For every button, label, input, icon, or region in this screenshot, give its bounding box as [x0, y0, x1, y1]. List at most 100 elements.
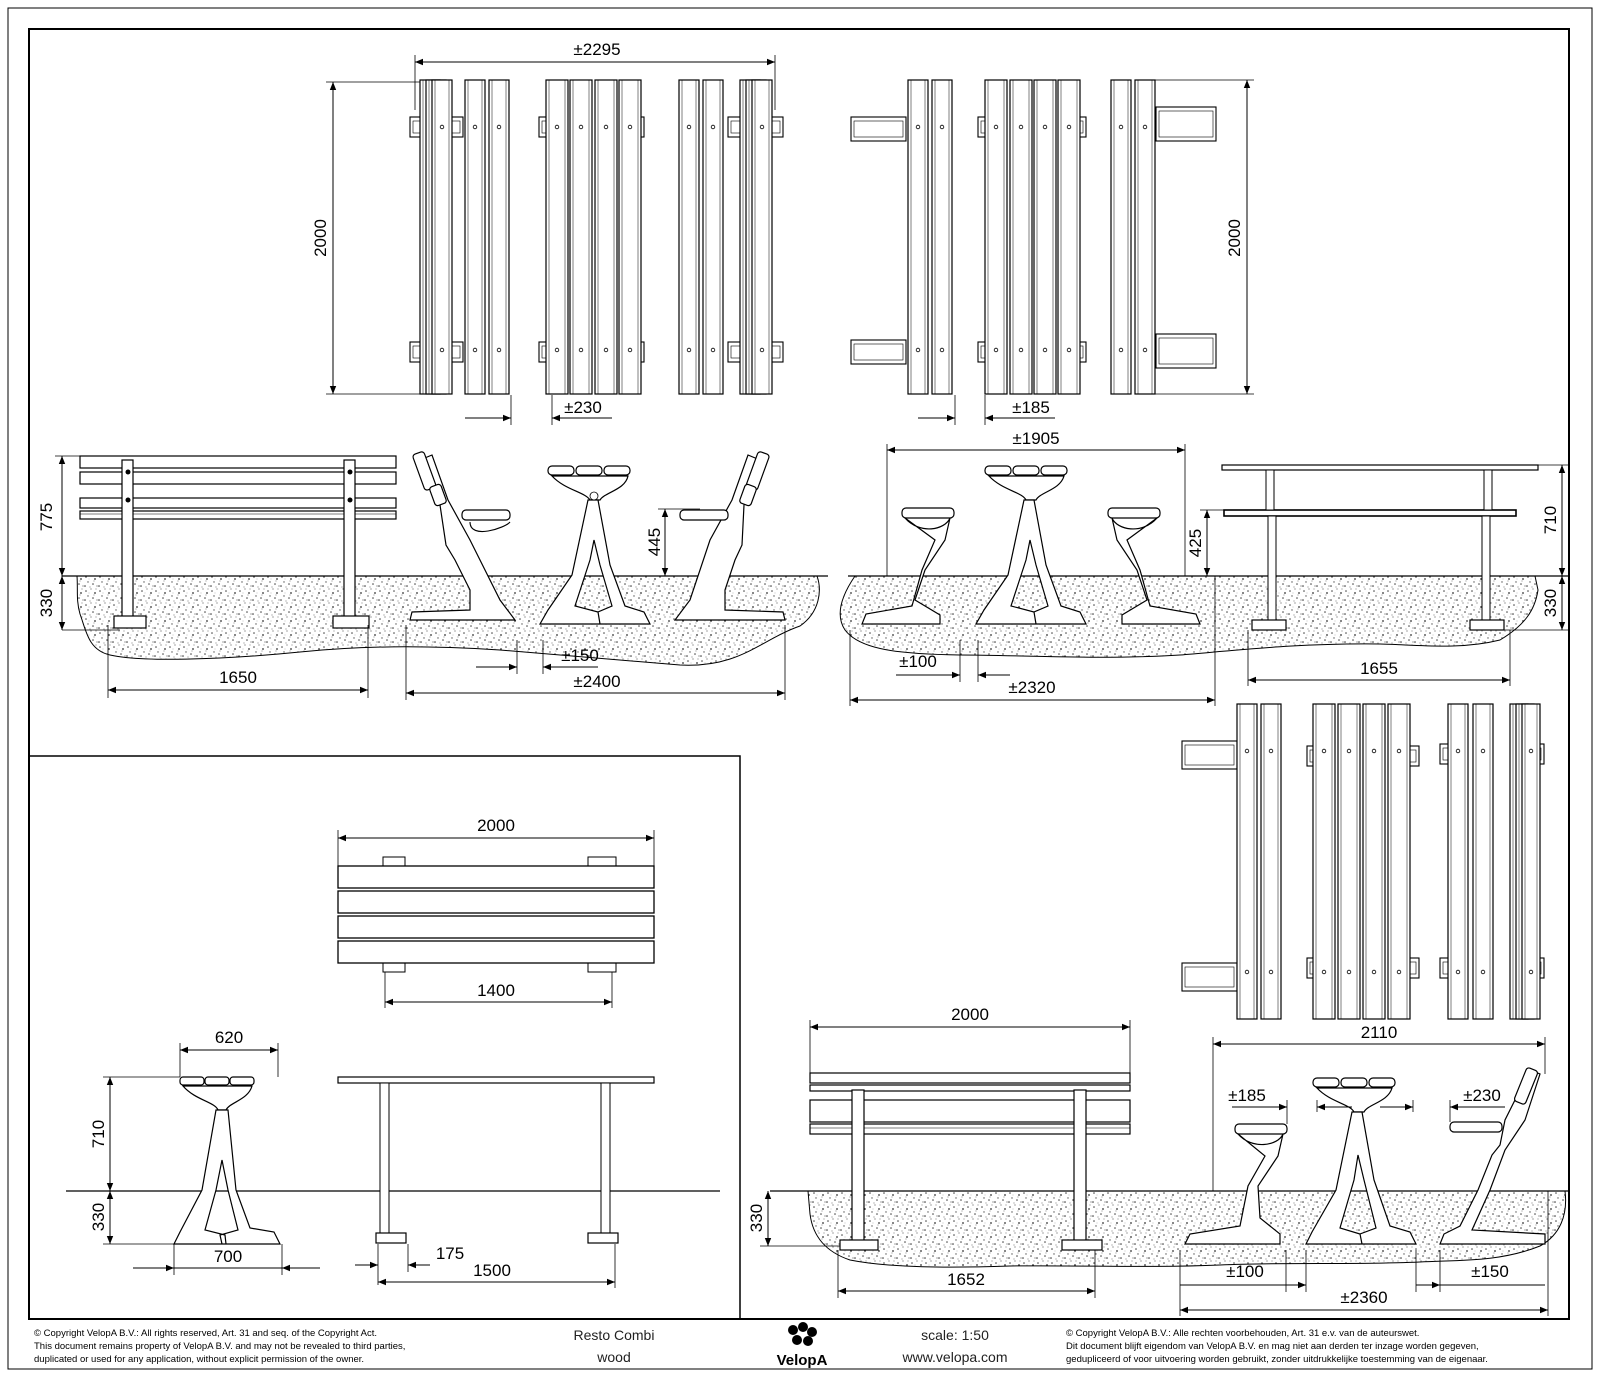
copyright-nl-2: Dit document blijft eigendom van VelopA … [1066, 1341, 1479, 1352]
dim-700-label: 700 [214, 1247, 242, 1266]
plank [1260, 703, 1282, 1020]
dim-1655-label: 1655 [1360, 659, 1398, 678]
plank [569, 79, 593, 395]
table-elevation-bottom [1305, 1077, 1417, 1245]
product-material: wood [596, 1349, 630, 1365]
plank [618, 79, 642, 395]
dim-425-label: 425 [1186, 529, 1205, 557]
dim-185-b-label: ±185 [1228, 1086, 1266, 1105]
dimension-230-b: ±230 [1380, 1086, 1505, 1122]
copyright-nl-1: © Copyright VelopA B.V.: Alle rechten vo… [1066, 1328, 1419, 1339]
dimension-425: 425 [1186, 509, 1225, 576]
table-top-plan-inset [337, 856, 655, 973]
dimension-2110: 2110 [1212, 1023, 1546, 1191]
dim-2400-label: ±2400 [573, 672, 620, 691]
dim-2000-b-label: 2000 [951, 1005, 989, 1024]
dim-100-a-label: ±100 [899, 652, 937, 671]
dimension-775: 775 [37, 455, 80, 576]
dim-445-label: 445 [645, 528, 664, 556]
plank [1110, 79, 1132, 395]
dim-1650-label: 1650 [219, 668, 257, 687]
picnic-side-elevation [1221, 464, 1539, 631]
dim-330-c-label: 330 [89, 1203, 108, 1231]
dimension-1655: 1655 [1247, 630, 1511, 686]
copyright-nl-3: gedupliceerd of voor uitvoering worden g… [1066, 1354, 1488, 1365]
plank [931, 79, 953, 395]
bracket [1155, 333, 1217, 369]
dimension-330-a: 330 [37, 576, 66, 630]
dimension-330-d: 330 [747, 1191, 840, 1247]
dimension-2320: ±2320 [849, 576, 1216, 706]
dimension-710-a: 710 [1538, 464, 1570, 576]
plank [907, 79, 929, 395]
dim-top-gap-right-label: ±185 [1012, 398, 1050, 417]
product-name: Resto Combi [574, 1327, 655, 1343]
bench-elevation-left [79, 455, 397, 629]
dim-top-height-left-label: 2000 [311, 219, 330, 257]
plank [751, 79, 773, 395]
dimension-2000-a: 2000 [337, 816, 655, 866]
dim-175-label: 175 [436, 1244, 464, 1263]
plank [1033, 79, 1057, 395]
brand-name: VelopA [777, 1352, 828, 1369]
dimension-710-b: 710 [89, 1076, 180, 1191]
dim-1905-label: ±1905 [1012, 429, 1059, 448]
dimension-150-b: ±150 [1415, 1250, 1545, 1292]
plank [1362, 703, 1386, 1020]
dimension-2400: ±2400 [405, 625, 786, 700]
dim-top-gap-left-label: ±230 [564, 398, 602, 417]
dimension-1652: 1652 [837, 1250, 1096, 1298]
dimension-100-b: ±100 [1180, 1250, 1307, 1292]
dim-100-b-label: ±100 [1226, 1262, 1264, 1281]
stool-elevation-right [1107, 507, 1201, 625]
inset-frame [29, 755, 741, 1319]
dim-620-label: 620 [215, 1028, 243, 1047]
dim-330-b-label: 330 [1541, 589, 1560, 617]
plan-view-stool-table-stool [850, 79, 1217, 395]
dimension-top-width: ±2295 [414, 40, 776, 110]
plank [1521, 703, 1541, 1020]
bracket [850, 116, 907, 142]
dimension-445: 445 [645, 508, 700, 576]
dimension-top-height-right: 2000 [1150, 79, 1254, 395]
bracket [1181, 740, 1238, 770]
plank [488, 79, 510, 395]
outer-frame [28, 28, 1570, 1320]
dimension-2360: ±2360 [1179, 1191, 1549, 1316]
dim-330-a-label: 330 [37, 589, 56, 617]
footer: © Copyright VelopA B.V.: All rights rese… [34, 1322, 1488, 1369]
dim-710-b-label: 710 [89, 1120, 108, 1148]
table-elevation-right [974, 465, 1087, 625]
bench-elevation-bottom [809, 1072, 1131, 1251]
plank [1472, 703, 1494, 1020]
copyright-en-1: © Copyright VelopA B.V.: All rights rese… [34, 1328, 377, 1339]
dimension-1500: 1500 [378, 1244, 616, 1288]
website: www.velopa.com [901, 1349, 1007, 1365]
dim-330-d-label: 330 [747, 1204, 766, 1232]
plank [1387, 703, 1411, 1020]
dimension-top-gap-right: ±185 [918, 395, 1055, 425]
dimension-330-b: 330 [1500, 576, 1570, 631]
dimension-620: 620 [179, 1028, 279, 1077]
copyright-en-2: This document remains property of VelopA… [34, 1341, 405, 1352]
dim-150-a-label: ±150 [561, 646, 599, 665]
dim-top-width-label: ±2295 [573, 40, 620, 59]
plank [1337, 703, 1361, 1020]
plank [464, 79, 486, 395]
plan-view-bottom-right [1181, 703, 1545, 1020]
dimension-185-b: ±185 [1228, 1086, 1352, 1124]
dimension-1905: ±1905 [886, 429, 1186, 576]
table-elevation-left [538, 465, 651, 625]
plank [431, 79, 453, 395]
plan-view-bench-table-bench [409, 79, 784, 395]
bracket [1155, 106, 1217, 142]
plank [1057, 79, 1081, 395]
dim-230-b-label: ±230 [1463, 1086, 1501, 1105]
stool-elevation-left [861, 507, 955, 625]
dim-1400-label: 1400 [477, 981, 515, 1000]
plank [702, 79, 724, 395]
bracket [1181, 962, 1238, 992]
drawing-scale: scale: 1:50 [921, 1327, 989, 1343]
plank [1009, 79, 1033, 395]
dim-1652-label: 1652 [947, 1270, 985, 1289]
